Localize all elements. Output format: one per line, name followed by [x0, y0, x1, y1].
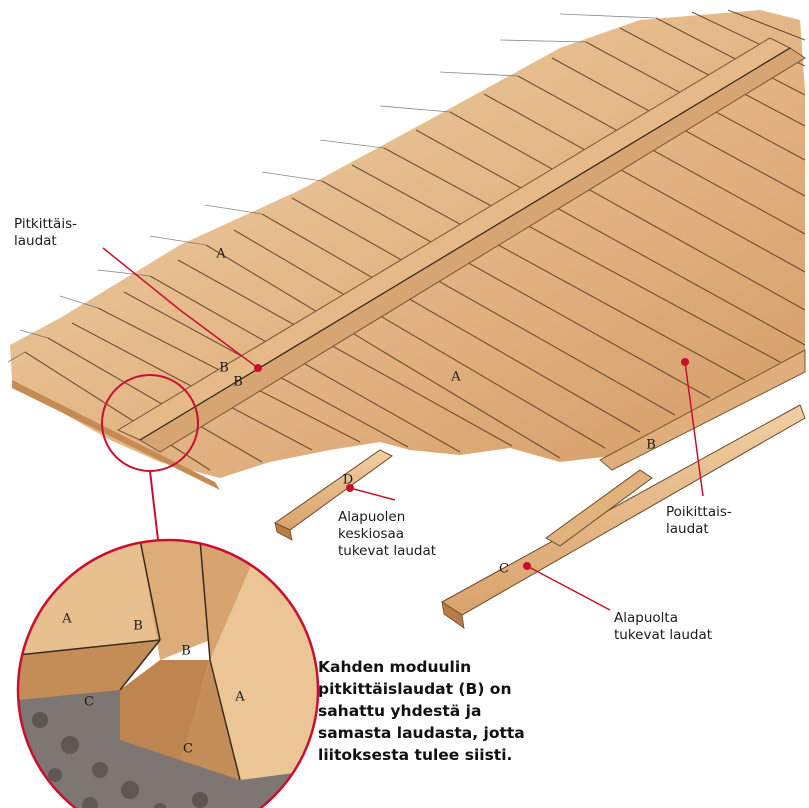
caption-line-5: liitoksesta tulee siisti.: [318, 746, 513, 764]
letter-d: D: [342, 472, 354, 488]
caption-line-3: sahattu yhdestä ja: [318, 702, 482, 720]
letter-b-lower: B: [233, 374, 243, 390]
detail-callout-connector: [149, 470, 159, 541]
letter-a-top: A: [216, 246, 226, 262]
letter-b-right: B: [646, 437, 656, 453]
label-alapuolen-line3: tukevat laudat: [338, 543, 437, 559]
label-alapuolta-line1: Alapuolta: [614, 610, 678, 626]
caption-line-4: samasta laudasta, jotta: [318, 724, 525, 742]
label-pitkittais-line2: laudat: [14, 233, 57, 249]
leader-dot-alapuolta: [523, 562, 531, 570]
deck-surface: [7, 9, 806, 490]
caption: Kahden moduulin pitkittäislaudat (B) on …: [318, 656, 568, 766]
leader-pitkittais: [102, 247, 259, 369]
label-alapuolta-tukevat: Alapuolta tukevat laudat: [614, 610, 712, 644]
leader-poikittais: [684, 361, 704, 497]
letter-b-upper: B: [219, 360, 229, 376]
leader-dot-alapuolen: [346, 484, 354, 492]
leader-alapuolta: [526, 565, 611, 611]
letter-c: C: [499, 561, 509, 577]
leader-alapuolen: [349, 487, 396, 501]
label-alapuolta-line2: tukevat laudat: [614, 627, 713, 643]
label-poikittaislaudat: Poikittais- laudat: [666, 504, 732, 538]
detail-letter-a-left: A: [62, 611, 72, 627]
detail-magnified-ring: [16, 538, 320, 808]
leader-dot-poikittais: [681, 358, 689, 366]
caption-line-1: Kahden moduulin: [318, 658, 472, 676]
support-board-c: [441, 404, 806, 629]
label-poikittais-line1: Poikittais-: [666, 504, 732, 520]
letter-a-middle: A: [451, 369, 461, 385]
support-board-d: [274, 449, 393, 541]
detail-letter-c-left: C: [84, 694, 94, 710]
detail-letter-b-right: B: [181, 643, 191, 659]
label-alapuolen-line1: Alapuolen: [338, 509, 406, 525]
detail-magnified-view: [18, 540, 318, 808]
label-alapuolen-line2: keskiosaa: [338, 526, 405, 542]
leader-lines: [102, 247, 704, 611]
caption-line-2: pitkittäislaudat (B) on: [318, 680, 512, 698]
detail-letter-a-right: A: [235, 689, 245, 705]
detail-letter-c-right: C: [183, 741, 193, 757]
label-poikittais-line2: laudat: [666, 521, 709, 537]
detail-letter-b-left: B: [133, 618, 143, 634]
label-alapuolen-keskiosaa: Alapuolen keskiosaa tukevat laudat: [338, 509, 436, 560]
label-pitkittaislaudat: Pitkittäis- laudat: [14, 216, 77, 250]
leader-dot-pitkittais: [254, 364, 262, 372]
label-pitkittais-line1: Pitkittäis-: [14, 216, 77, 232]
